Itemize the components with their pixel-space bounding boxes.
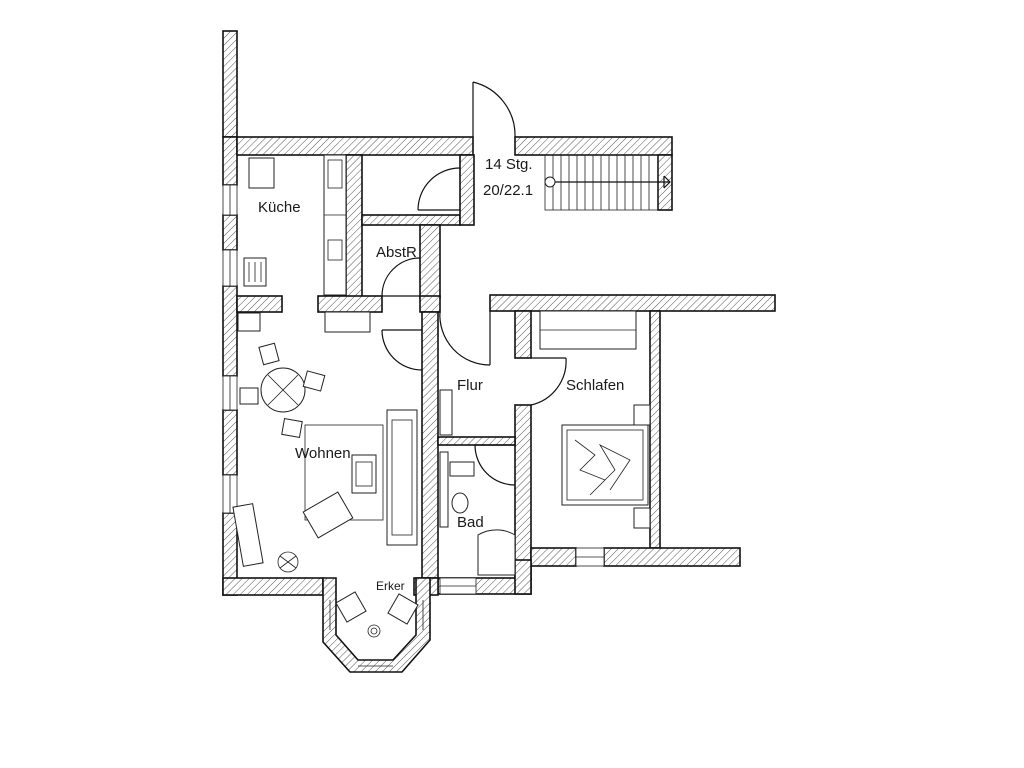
- walls: [222, 30, 776, 673]
- wall-left-kitchen-3: [222, 285, 238, 377]
- wall-erker: [322, 577, 431, 673]
- label-bad: Bad: [457, 514, 484, 531]
- label-kueche: Küche: [258, 199, 301, 216]
- label-erker: Erker: [376, 579, 405, 593]
- bath-furniture: [449, 461, 516, 576]
- wall-left-kitchen-2: [222, 214, 238, 251]
- wall-bedroom-right: [649, 310, 661, 549]
- wall-kitchen-right: [345, 154, 363, 299]
- wall-top-left: [236, 136, 474, 156]
- wall-bath-side: [514, 559, 532, 595]
- stairs: [544, 154, 671, 211]
- wall-kitchen-bottom: [236, 295, 283, 313]
- doors: [381, 81, 567, 486]
- bedroom-furniture: [539, 310, 651, 529]
- wall-living-bottom-left: [222, 577, 324, 596]
- kitchen-furniture: [243, 154, 347, 296]
- wall-living-right: [421, 311, 439, 579]
- wall-top-right: [514, 136, 673, 156]
- wall-hall-right-2: [514, 404, 532, 581]
- hall-furniture: [439, 389, 453, 528]
- label-stair-steps: 14 Stg.: [485, 156, 533, 173]
- label-wohnen: Wohnen: [295, 445, 351, 462]
- living-furniture: [232, 311, 419, 638]
- label-schlafen: Schlafen: [566, 377, 624, 394]
- wall-bedroom-top: [489, 294, 776, 312]
- label-stair-ratio: 20/22.1: [483, 182, 533, 199]
- wall-bedroom-bottom: [530, 547, 577, 567]
- windows: [222, 184, 605, 667]
- wall-storage-right: [459, 154, 475, 226]
- wall-left-upper: [222, 30, 238, 138]
- label-abstr: AbstR: [376, 244, 417, 261]
- wall-left-living: [222, 409, 238, 476]
- room-labels: Küche AbstR Flur Schlafen Wohnen Bad Erk…: [258, 156, 624, 593]
- label-flur: Flur: [457, 377, 483, 394]
- wall-storage-bottom: [361, 214, 461, 226]
- wall-bedroom-bottom-2: [603, 547, 741, 567]
- wall-hall-right: [514, 310, 532, 359]
- wall-abstr-right: [419, 224, 441, 299]
- wall-kitchen-bottom-2: [317, 295, 383, 313]
- wall-left-kitchen: [222, 136, 238, 186]
- wall-kitchen-bottom-3: [419, 295, 441, 313]
- wall-bath-top: [437, 436, 516, 446]
